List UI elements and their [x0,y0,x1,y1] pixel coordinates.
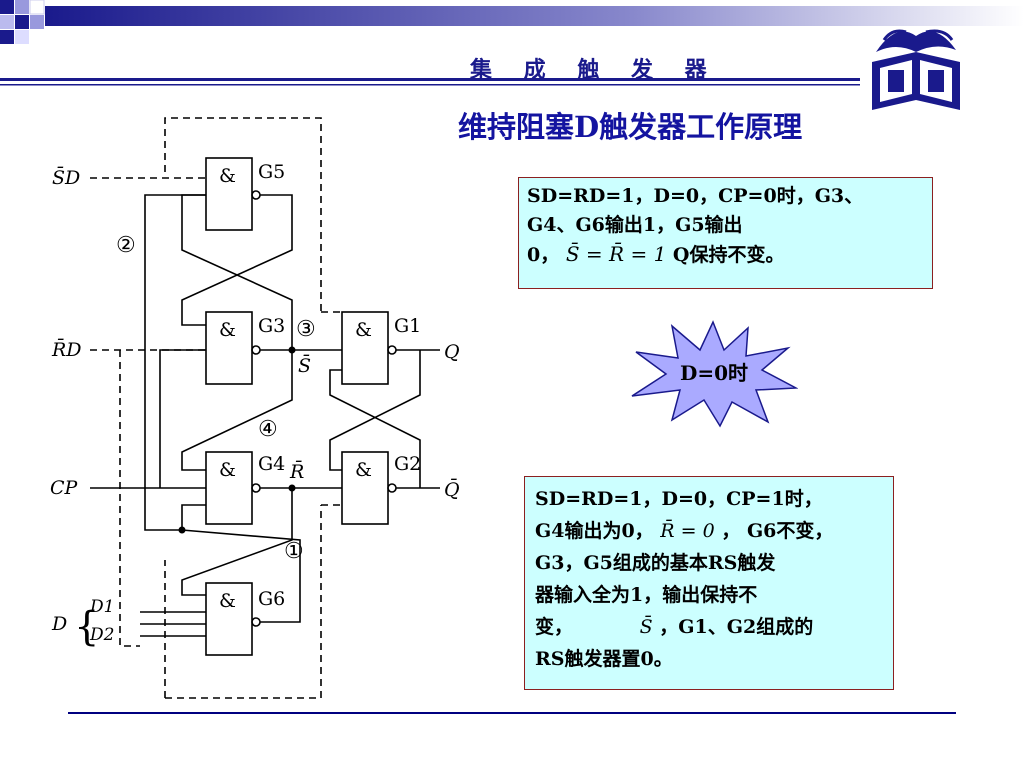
header-decoration [0,0,1024,86]
box-bottom-line-2a: G4输出为0， [535,520,654,542]
gate-symbol: & [219,319,236,341]
path-marker-1: ① [284,539,304,564]
output-q-label: Q [444,341,460,363]
footer-rule [68,712,956,714]
box-bottom-line-3: G3，G5组成的基本RS触发 [535,552,776,574]
path-marker-2: ② [116,233,136,258]
university-logo [872,29,960,110]
input-d-label: D [51,613,67,635]
gate-label-g5: G5 [258,161,285,183]
path-marker-4: ④ [258,417,278,442]
gate-label-g3: G3 [258,315,285,337]
gate-label-g1: G1 [394,315,421,337]
box-top-line-3b: Q保持不变。 [672,244,785,266]
input-d1-label: D1 [89,597,114,617]
box-bottom-line-2b: ， G6不变， [721,520,834,542]
internal-s-label: S̄ [298,354,311,377]
input-rd-label: R̄D [51,338,82,361]
box-top-line-1: SD=RD=1，D=0，CP=0时，G3、 [527,185,864,207]
input-d2-label: D2 [89,625,114,645]
input-cp-label: CP [50,477,79,499]
path-marker-3: ③ [296,317,316,342]
gate-symbol: & [355,319,372,341]
formula-sr-equals-1: S̄ = R̄ = 1 [565,242,667,266]
explanation-box-cp1: SD=RD=1，D=0，CP=1时， G4输出为0， R̄ = 0 ， G6不变… [524,476,894,690]
gate-symbol: & [219,590,236,612]
brace-symbol: { [74,604,99,650]
box-bottom-line-1: SD=RD=1，D=0，CP=1时， [535,488,823,510]
box-bottom-line-6: RS触发器置0。 [535,648,673,670]
gate-label-g6: G6 [258,588,285,610]
box-top-line-2: G4、G6输出1，G5输出 [527,214,743,236]
internal-r-label: R̄ [289,460,304,483]
box-bottom-line-5b: ，G1、G2组成的 [659,616,814,638]
box-bottom-line-5a: 变， [535,616,574,638]
gate-label-g4: G4 [258,453,285,475]
box-bottom-line-4: 器输入全为1，输出保持不 [535,584,758,606]
formula-s: S̄ [639,616,653,638]
output-qbar-label: Q̄ [444,478,460,501]
formula-r-equals-0: R̄ = 0 [660,520,715,542]
gate-symbol: & [355,459,372,481]
gate-label-g2: G2 [394,453,421,475]
box-top-line-3a: 0， [527,244,560,266]
explanation-box-cp0: SD=RD=1，D=0，CP=0时，G3、 G4、G6输出1，G5输出 0， S… [518,177,933,289]
circuit-diagram: & & & & & & G5 G3 G1 G4 G2 G6 S̄D R̄D CP… [50,117,460,699]
gate-symbol: & [219,459,236,481]
slide-title: 维持阻塞D触发器工作原理 [458,110,803,144]
input-sd-label: S̄D [52,166,80,189]
starburst-label: D=0时 [680,361,748,385]
starburst-callout: D=0时 [631,320,798,428]
header-title: 集 成 触 发 器 [470,58,719,83]
gate-symbol: & [219,165,236,187]
